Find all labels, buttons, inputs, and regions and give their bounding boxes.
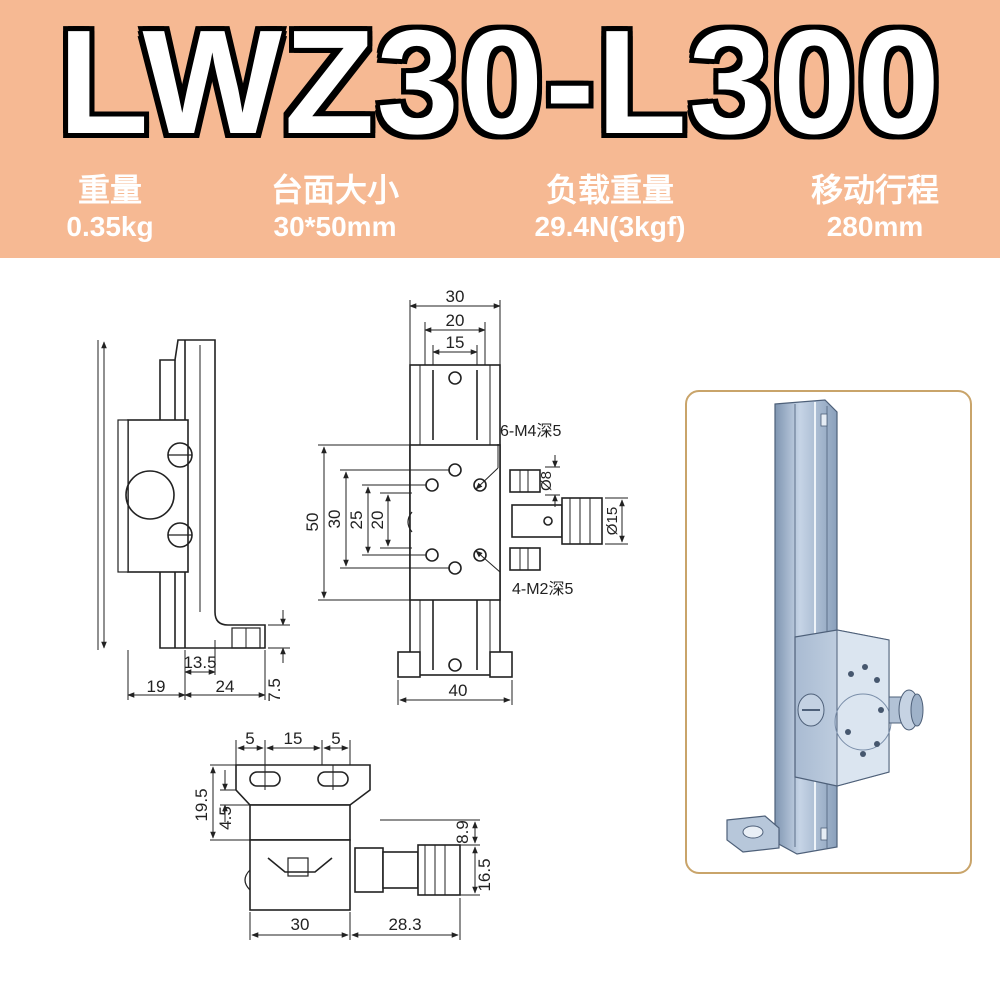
dim-label: 15 — [284, 729, 303, 748]
product-photo-frame — [685, 390, 972, 874]
dim-label: 24 — [216, 677, 235, 696]
dim-label: 5 — [331, 729, 340, 748]
dim-label: 30 — [291, 915, 310, 934]
spec-value: 0.35kg — [66, 211, 154, 242]
dim-label: 25 — [347, 511, 366, 530]
spec-table-size: 台面大小 30*50mm — [235, 170, 435, 244]
dim-label: 5 — [245, 729, 254, 748]
dim-label: 30 — [446, 287, 465, 306]
dim-label: 40 — [449, 681, 468, 700]
vertical-stage-photo — [726, 399, 924, 855]
bottom-view-drawing — [210, 740, 480, 940]
dim-label: Ø15 — [604, 507, 621, 535]
callout-label: 6-M4深5 — [500, 422, 561, 440]
model-title: LWZ30-L300 — [58, 0, 942, 165]
dim-label: 13.5 — [183, 653, 216, 672]
side-view-drawing — [97, 339, 290, 700]
dim-label: Ø8 — [538, 471, 555, 491]
spec-travel: 移动行程 280mm — [775, 170, 975, 244]
spec-value: 29.4N(3kgf) — [534, 211, 686, 242]
spec-label: 负载重量 — [545, 171, 674, 209]
dim-label: 15 — [446, 333, 465, 352]
spec-weight: 重量 0.35kg — [40, 170, 180, 244]
dim-label: 30 — [325, 510, 344, 529]
spec-label: 台面大小 — [270, 171, 399, 209]
spec-load: 负载重量 29.4N(3kgf) — [495, 170, 725, 244]
callout-label: 4-M2深5 — [512, 580, 573, 598]
dim-label: 20 — [368, 511, 387, 530]
dim-label: 20 — [446, 311, 465, 330]
dim-label: 28.3 — [388, 915, 421, 934]
dim-label: 16.5 — [475, 858, 494, 891]
dim-label: 7.5 — [265, 678, 284, 702]
spec-value: 30*50mm — [273, 211, 397, 242]
dim-label: 8.9 — [453, 820, 472, 844]
front-view-drawing — [318, 300, 628, 705]
spec-label: 移动行程 — [810, 171, 939, 209]
dim-label: 19.5 — [192, 788, 211, 821]
spec-label: 重量 — [77, 171, 142, 209]
dim-label: 19 — [147, 677, 166, 696]
spec-value: 280mm — [826, 211, 924, 242]
dim-label: 50 — [303, 513, 322, 532]
dim-label: 4.5 — [216, 806, 235, 830]
spec-banner — [0, 0, 1000, 258]
